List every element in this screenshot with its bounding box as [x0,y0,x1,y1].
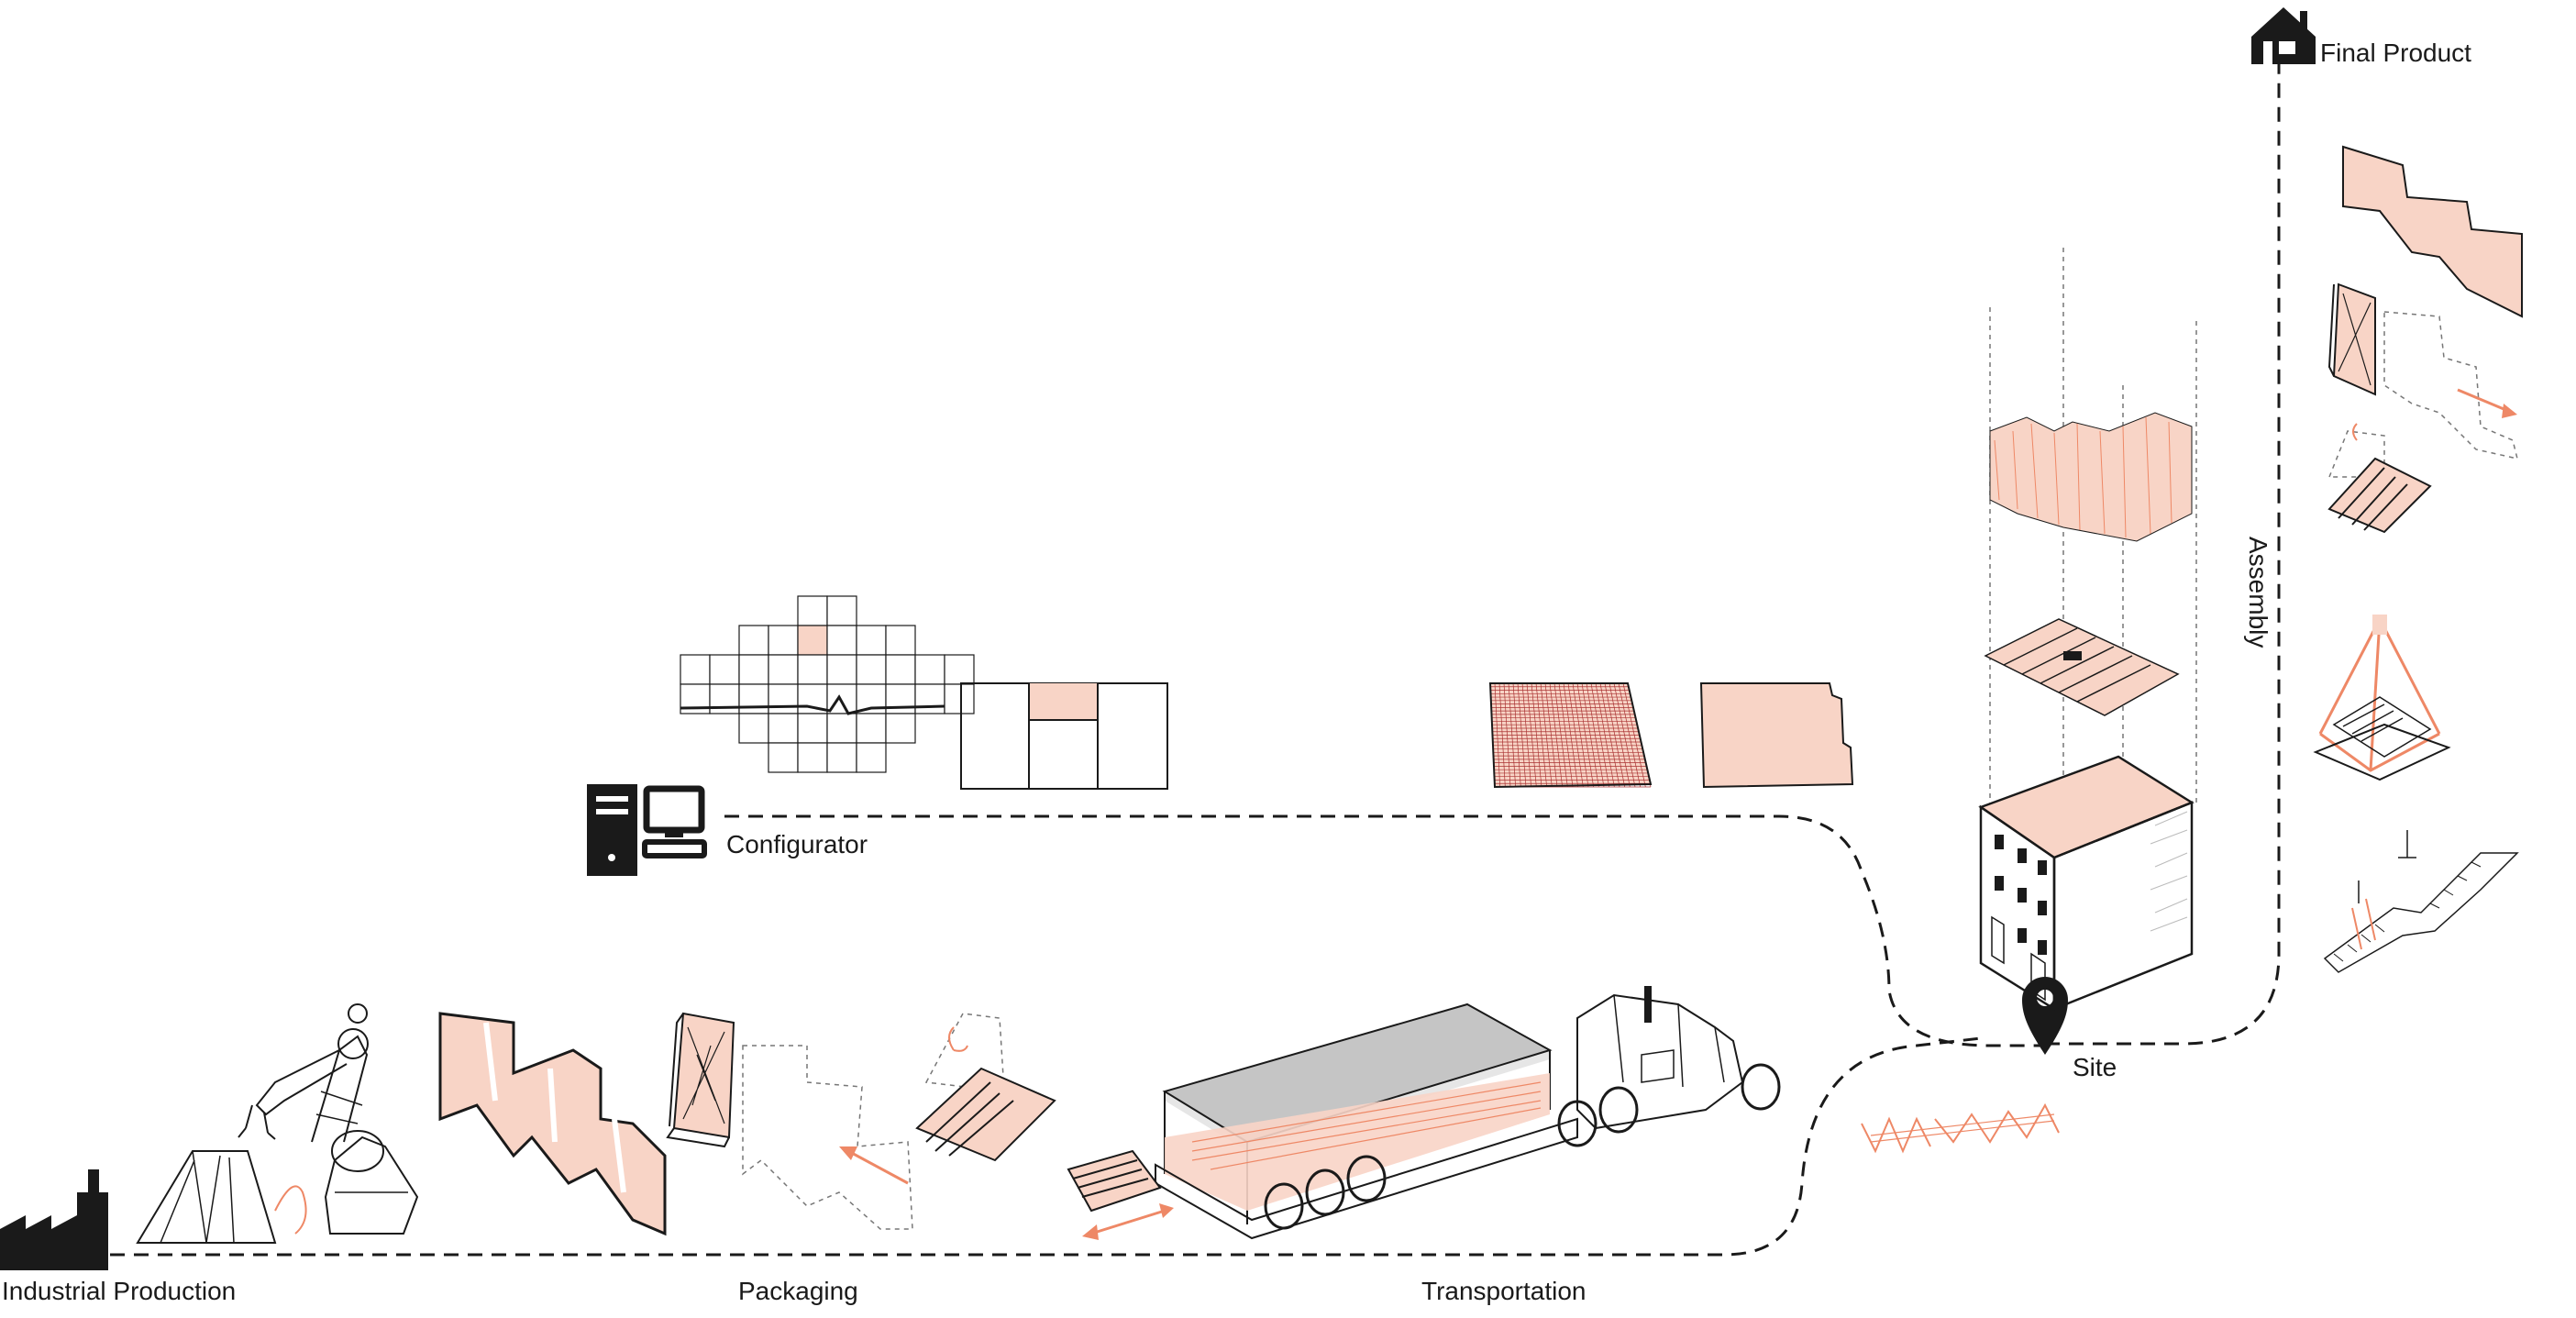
industrial-robot [238,1003,419,1235]
configurator-path [724,814,2045,1047]
label-site: Site [2073,1053,2117,1081]
floor-module [1984,618,2180,716]
grid-cell [885,654,916,685]
building [1978,755,2195,1012]
production-path [110,1036,1983,1257]
grid-cut-line [680,694,945,715]
roof-module [1989,412,2193,542]
folded-panel-final [2342,145,2523,318]
grid-cell [738,625,769,656]
assembly-dashed-fan [2327,430,2385,478]
grid-cell [856,742,887,773]
folded-stack-1 [666,1012,735,1148]
folded-stack-small [2327,423,2432,534]
grid-cell [914,683,945,714]
grid-cell [768,683,799,714]
computer-icon [587,784,707,876]
grid-cell [738,683,769,714]
label-configurator: Configurator [726,830,868,858]
label-packaging: Packaging [738,1277,858,1305]
grid-cell [768,625,799,656]
grid-cell [797,595,828,626]
grid-cell [885,713,916,744]
outline-panel [1699,682,1854,789]
folded-plate-production [136,1150,307,1244]
grid-cell [680,654,711,685]
grid-cell [944,683,975,714]
factory-icon [0,1169,108,1270]
configurator-layout-grid [960,682,1168,790]
grid-cell [797,742,828,773]
grid-cell [738,654,769,685]
house-icon [2251,7,2316,64]
grid-cell [856,713,887,744]
grid-cell [826,595,857,626]
label-transportation: Transportation [1421,1277,1587,1305]
grid-cell [856,625,887,656]
staircase [2323,830,2519,973]
label-assembly: Assembly [2244,537,2272,648]
grid-cell [768,713,799,744]
grid-cell [885,625,916,656]
grid-cell [768,654,799,685]
grid-cell [797,654,828,685]
assembly-arrow [2457,388,2517,418]
grid-cell [944,654,975,685]
crane-lift [2313,615,2451,781]
configurator-module-grid [680,595,975,773]
label-final-product: Final Product [2320,39,2471,67]
grid-cell [856,654,887,685]
grid-cell [797,713,828,744]
packaging-dashed-outline [742,1045,913,1230]
loading-stack [1067,1149,1162,1213]
grid-cell [826,625,857,656]
label-industrial-production: Industrial Production [2,1277,237,1305]
packaging-arrow [839,1146,909,1185]
grid-cell [826,654,857,685]
transport-truck [1155,986,1781,1240]
grid-cell [914,654,945,685]
assembly-path [2045,64,2281,1046]
grid-cell [738,713,769,744]
grid-cell [885,683,916,714]
grid-cell [826,713,857,744]
grid-cell [709,654,740,685]
delivered-stacks [1861,1102,2060,1154]
grid-cell [709,683,740,714]
folded-stack-assembly [2327,282,2376,396]
grid-cell [768,742,799,773]
folded-stack-packed [915,1026,1056,1162]
loading-double-arrow [1082,1203,1174,1240]
assembly-dashed-outline [2383,311,2519,460]
grid-cell-selected [797,625,828,656]
grid-cell [826,742,857,773]
folded-panel-large [438,1012,667,1236]
fine-grid-panel [1488,682,1653,789]
